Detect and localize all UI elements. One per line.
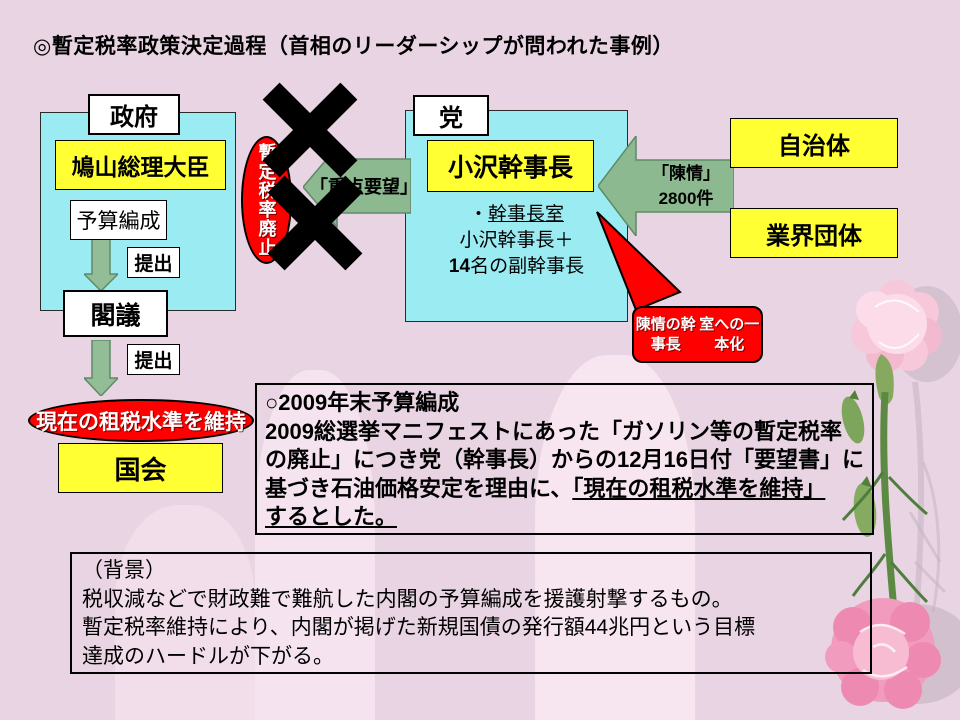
down-arrow-icon [84,238,118,291]
x-mark-icon [262,82,358,178]
diet-box: 国会 [58,443,223,493]
carnation-decoration [825,280,960,709]
left-arrow-icon [598,136,734,236]
x-mark-icon [267,175,363,271]
chinjo-callout: 陳情の幹事長室への一本化 [632,306,763,363]
submit-label-1: 提出 [127,247,180,278]
cabinet-box: 閣議 [63,290,168,337]
background-band [255,370,375,720]
background-band [115,505,255,720]
party-detail-lines: ・幹事長室小沢幹事長＋14名の副幹事長 [448,204,585,277]
background-note-box: （背景）税収減などで財政難で難航した内閣の予算編成を援護射撃するもの。暫定税率維… [70,552,872,674]
keep-tax-ellipse: 現在の租税水準を維持 [28,399,254,442]
secretary-general-box: 小沢幹事長 [427,140,594,192]
page-title: ◎暫定税率政策決定過程（首相のリーダーシップが問われた事例） [33,35,674,58]
pm-box: 鳩山総理大臣 [55,140,226,190]
chinjo-label: 「陳情」2800件 [652,164,720,208]
local-gov-box: 自治体 [730,118,898,168]
submit-label-2: 提出 [127,344,180,375]
down-arrow-icon [84,340,118,396]
party-header: 党 [413,95,489,136]
callout-tail [596,211,682,312]
government-header: 政府 [88,94,180,135]
industry-box: 業界団体 [730,208,898,258]
background-band [535,355,695,720]
abolish-tax-text: 暫定税率廃止 [256,143,277,257]
budget-box: 予算編成 [70,200,167,240]
